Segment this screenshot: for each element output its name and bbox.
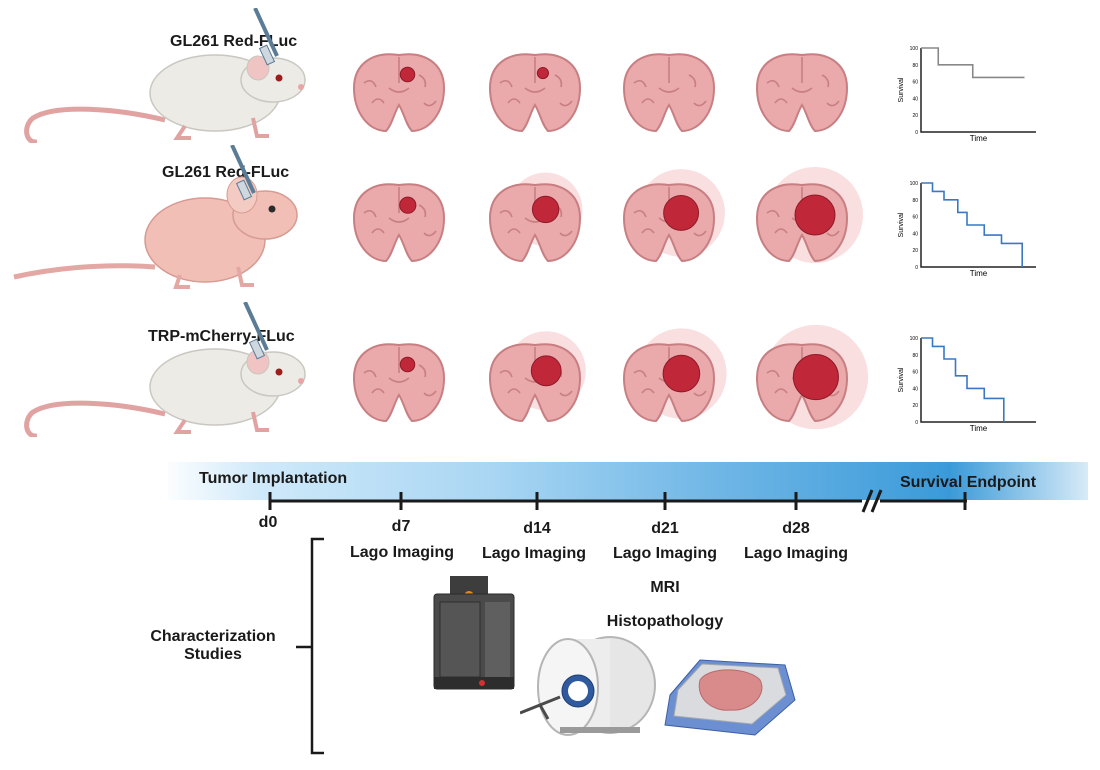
- survival-ytick: 0: [915, 420, 918, 426]
- brain-section-icon: [480, 333, 590, 433]
- survival-xlabel: Time: [970, 134, 988, 143]
- brain-section-icon: [614, 43, 724, 143]
- tumor-mass: [664, 195, 699, 230]
- survival-xlabel: Time: [970, 269, 988, 278]
- survival-ytick: 20: [912, 403, 918, 409]
- mri-label: MRI: [650, 579, 679, 597]
- tumor-mass: [400, 197, 416, 213]
- survival-ytick: 20: [912, 113, 918, 119]
- day-label-d21: d21: [651, 520, 679, 538]
- histology-slide-icon: [660, 640, 800, 740]
- white-mouse-icon: [15, 302, 315, 437]
- tumor-mass: [537, 68, 548, 79]
- survival-ytick: 100: [910, 46, 919, 52]
- survival-ylabel: Survival: [898, 77, 905, 102]
- brain-section-icon: [614, 173, 724, 273]
- survival-ytick: 40: [912, 96, 918, 102]
- imaging-label-d21: Lago Imaging: [613, 545, 717, 563]
- survival-ytick: 60: [912, 80, 918, 86]
- tumor-mass: [663, 355, 700, 392]
- survival-ylabel: Survival: [898, 212, 905, 237]
- day-label-d0: d0: [259, 514, 278, 532]
- tumor-mass: [400, 67, 415, 82]
- brain-section-icon: [344, 333, 454, 433]
- tumor-mass: [795, 195, 835, 235]
- survival-ylabel: Survival: [898, 367, 905, 392]
- survival-xlabel: Time: [970, 424, 988, 433]
- survival-ytick: 40: [912, 386, 918, 392]
- survival-ytick: 60: [912, 215, 918, 221]
- brain-section-icon: [344, 43, 454, 143]
- characterization-bracket: [290, 535, 330, 757]
- mri-scanner-icon: [520, 625, 660, 750]
- brain-section-icon: [480, 173, 590, 273]
- day-label-d28: d28: [782, 520, 810, 538]
- imaging-label-d14: Lago Imaging: [482, 545, 586, 563]
- nude-mouse-icon: [10, 145, 310, 290]
- imaging-system-icon: [430, 572, 520, 697]
- tumor-mass: [400, 357, 415, 372]
- brain-section-icon: [344, 173, 454, 273]
- survival-ytick: 80: [912, 198, 918, 204]
- survival-ytick: 20: [912, 248, 918, 254]
- white-mouse-icon: [15, 8, 315, 143]
- survival-ytick: 0: [915, 265, 918, 271]
- survival-ytick: 40: [912, 231, 918, 237]
- brain-section-icon: [747, 333, 857, 433]
- survival-axes: [921, 338, 1036, 422]
- imaging-label-d28: Lago Imaging: [744, 545, 848, 563]
- survival-ytick: 0: [915, 130, 918, 136]
- tumor-mass: [532, 196, 558, 222]
- survival-ytick: 100: [910, 336, 919, 342]
- tumor-mass: [531, 356, 561, 386]
- survival-curve: [921, 183, 1022, 267]
- characterization-label: Characterization Studies: [150, 628, 276, 664]
- brain-section-icon: [747, 173, 857, 273]
- tumor-mass: [793, 355, 838, 400]
- survival-ytick: 80: [912, 63, 918, 69]
- survival-curve: [921, 338, 1004, 422]
- survival-ytick: 60: [912, 370, 918, 376]
- brain-section-icon: [614, 333, 724, 433]
- day-label-d14: d14: [523, 520, 551, 538]
- brain-section-icon: [480, 43, 590, 143]
- imaging-label-d7: Lago Imaging: [350, 544, 454, 562]
- survival-ytick: 100: [910, 181, 919, 187]
- survival-ytick: 80: [912, 353, 918, 359]
- survival-curve: [921, 48, 1025, 77]
- brain-section-icon: [747, 43, 857, 143]
- day-label-d7: d7: [392, 518, 411, 536]
